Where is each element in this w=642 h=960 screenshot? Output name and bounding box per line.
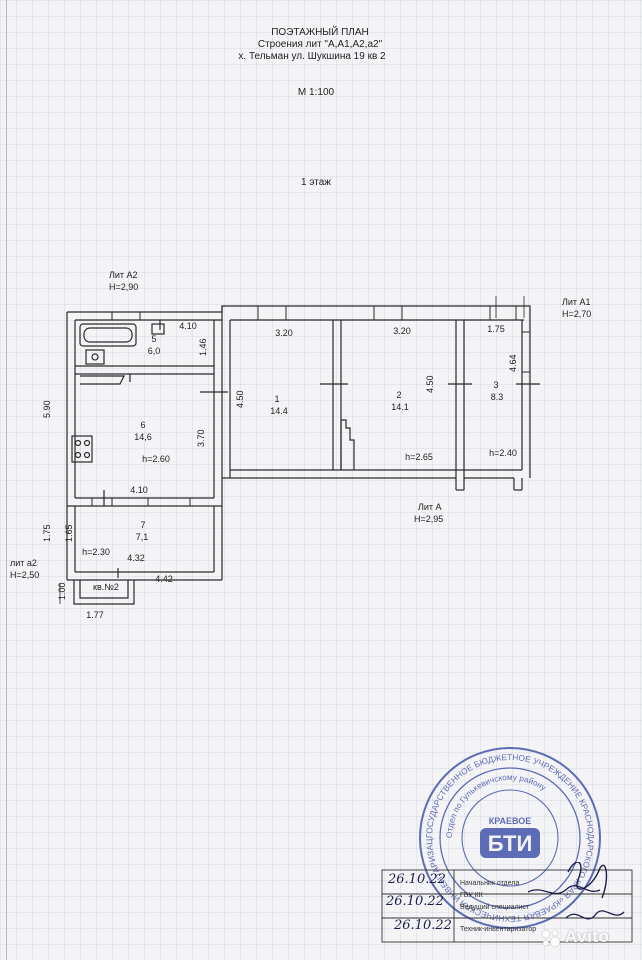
dim-porch-depth: 1.00 bbox=[57, 582, 67, 600]
avito-watermark: Avito bbox=[565, 927, 610, 946]
lit-a2-height: H=2,90 bbox=[109, 282, 139, 292]
svg-text:КРАЕВОЕ: КРАЕВОЕ bbox=[489, 816, 532, 826]
room-2-area: 14.1 bbox=[391, 402, 409, 412]
floor-label: 1 этаж bbox=[301, 177, 331, 188]
dim-porch-width: 1.77 bbox=[86, 610, 104, 620]
room-2-height: h=2.65 bbox=[405, 452, 433, 462]
signoff-date-3: 26.10.22 bbox=[394, 918, 452, 933]
room-6-height: h=2.60 bbox=[142, 454, 170, 464]
dim-room3-depth: 4.64 bbox=[508, 354, 518, 372]
lit-a-height: H=2,95 bbox=[414, 514, 444, 524]
lit-a2s-label: лит а2 bbox=[10, 558, 37, 568]
plan-scale: М 1:100 bbox=[297, 87, 335, 98]
dim-a2-depth: 5.90 bbox=[42, 400, 52, 418]
dim-room2-width: 3.20 bbox=[393, 326, 411, 336]
room-5-number: 5 bbox=[151, 334, 157, 344]
svg-text:БТИ: БТИ bbox=[488, 831, 533, 856]
room-7-area: 7,1 bbox=[135, 532, 149, 542]
apartment-number: кв.№2 bbox=[93, 582, 119, 592]
dim-room5-depth: 1.46 bbox=[198, 338, 208, 356]
dim-room5-width: 4.10 bbox=[179, 321, 197, 331]
paper-edge bbox=[6, 0, 7, 960]
bti-seal-stamp: ГОСУДАРСТВЕННОЕ БЮДЖЕТНОЕ УЧРЕЖДЕНИЕ КРА… bbox=[410, 738, 601, 929]
dim-room7-depth: 1.65 bbox=[64, 524, 74, 542]
signoff-role-1: Начальник отдела bbox=[460, 880, 520, 887]
dim-room2-depth: 4.50 bbox=[425, 375, 435, 393]
dim-room3-width: 1.75 bbox=[487, 324, 505, 334]
plan-subtitle: Строения лит "А,А1,А2,а2" bbox=[257, 39, 383, 50]
room-2-number: 2 bbox=[396, 390, 402, 400]
plan-address: х. Тельман ул. Шукшина 19 кв 2 bbox=[238, 51, 386, 62]
dim-room1-depth: 4.50 bbox=[235, 390, 245, 408]
room-7-number: 7 bbox=[140, 520, 146, 530]
signoff-role-3: Техник-инвентаризатор bbox=[460, 926, 537, 933]
room-5-area: 6,0 bbox=[147, 346, 161, 356]
dim-room6-depth: 3.70 bbox=[196, 429, 206, 447]
room-6-area: 14,6 bbox=[134, 432, 152, 442]
lit-a2s-height: H=2,50 bbox=[10, 570, 40, 580]
room-6-number: 6 bbox=[140, 420, 146, 430]
room-1-area: 14.4 bbox=[270, 406, 288, 416]
signoff-org: ГБУ КК bbox=[460, 892, 483, 899]
signoff-date-2: 26.10.22 bbox=[386, 894, 444, 909]
dim-a2s-depth: 1.75 bbox=[42, 524, 52, 542]
signoff-box bbox=[381, 862, 633, 943]
room-3-height: h=2.40 bbox=[489, 448, 517, 458]
room-7-height: h=2.30 bbox=[82, 547, 110, 557]
dim-room7-width: 4.32 bbox=[127, 553, 145, 563]
dim-room6-width: 4.10 bbox=[130, 485, 148, 495]
room-3-number: 3 bbox=[493, 380, 499, 390]
signoff-role-2: Ведущий специалист bbox=[460, 904, 530, 911]
dim-outer-width: 4.42 bbox=[155, 574, 173, 584]
plan-title: ПОЭТАЖНЫЙ ПЛАН bbox=[271, 27, 369, 38]
avito-logo-icon bbox=[540, 928, 562, 948]
lit-a-label: Лит А bbox=[418, 502, 442, 512]
lit-a2-label: Лит А2 bbox=[109, 270, 138, 280]
room-3-area: 8.3 bbox=[490, 392, 504, 402]
lit-a1-height: H=2,70 bbox=[562, 309, 592, 319]
dim-room1-width: 3.20 bbox=[275, 328, 293, 338]
signoff-date-1: 26.10.22 bbox=[388, 872, 446, 887]
room-1-number: 1 bbox=[274, 394, 280, 404]
lit-a1-label: Лит А1 bbox=[562, 297, 591, 307]
